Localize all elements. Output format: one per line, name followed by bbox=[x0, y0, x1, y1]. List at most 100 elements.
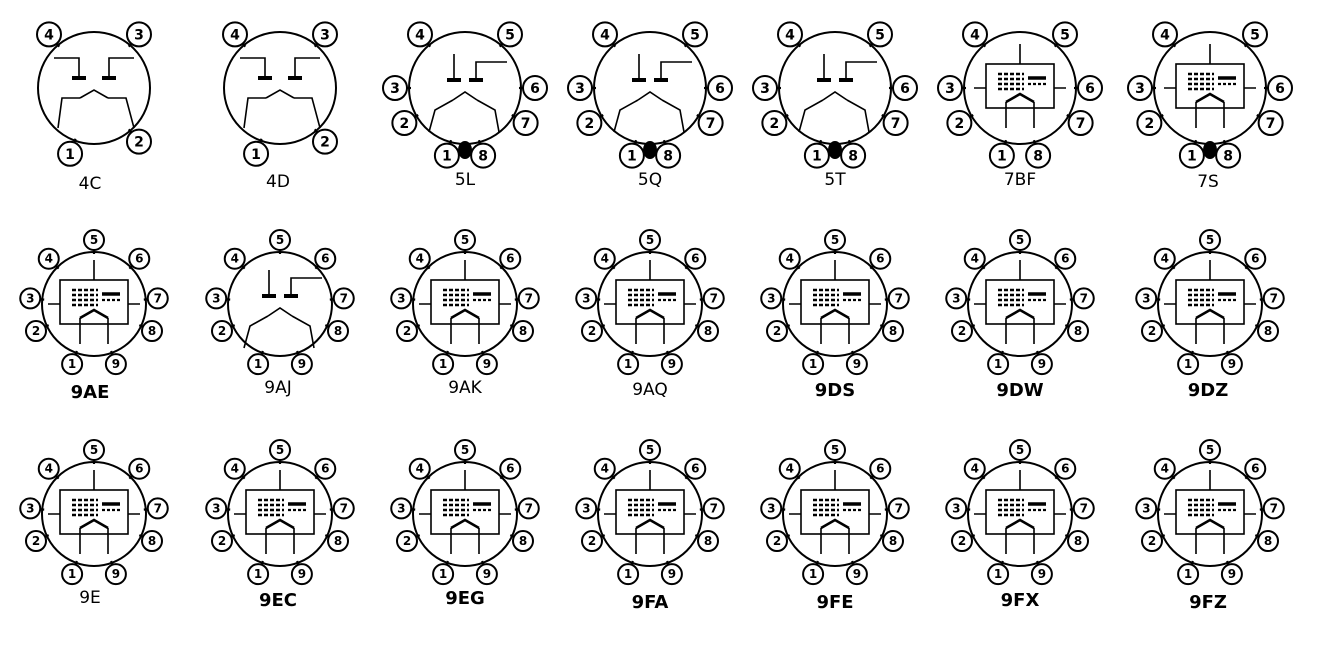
pin-number: 2 bbox=[588, 324, 596, 338]
pin-number: 1 bbox=[442, 149, 452, 165]
internal-leads bbox=[48, 260, 140, 344]
pin-number: 2 bbox=[32, 324, 40, 338]
base-key bbox=[458, 141, 472, 159]
pin-number: 7 bbox=[521, 116, 531, 132]
diagram-label: 9AK bbox=[395, 378, 535, 398]
pin-number: 6 bbox=[135, 252, 143, 266]
pin-number: 3 bbox=[952, 291, 960, 305]
pin-number: 7 bbox=[1270, 291, 1278, 305]
pin-number: 7 bbox=[1270, 501, 1278, 515]
pin-number: 7 bbox=[154, 291, 162, 305]
electrodes bbox=[974, 44, 1066, 128]
pin-number: 1 bbox=[68, 357, 76, 371]
internal-leads bbox=[1164, 470, 1256, 554]
internal-leads bbox=[419, 260, 511, 344]
plate-leads bbox=[824, 54, 877, 80]
filament-leads bbox=[799, 100, 869, 132]
diagram-label: 9DW bbox=[950, 380, 1090, 401]
pin-number: 4 bbox=[415, 27, 425, 43]
pin-number: 4 bbox=[1160, 27, 1170, 43]
shield-box bbox=[986, 280, 1054, 324]
pin-number: 4 bbox=[45, 252, 53, 266]
pin-number: 9 bbox=[853, 357, 861, 371]
pin-number: 9 bbox=[1038, 357, 1046, 371]
shield-box bbox=[986, 490, 1054, 534]
pin-number: 3 bbox=[390, 81, 400, 97]
shield-box bbox=[60, 490, 128, 534]
electrodes bbox=[48, 260, 140, 344]
pin-number: 5 bbox=[461, 443, 469, 457]
pin-number: 9 bbox=[483, 567, 491, 581]
pin-number: 4 bbox=[416, 252, 424, 266]
internal-leads bbox=[604, 260, 696, 344]
diagram-label: 9DS bbox=[765, 380, 905, 401]
pin-number: 4 bbox=[44, 27, 54, 43]
diagram-label: 9EG bbox=[395, 588, 535, 609]
internal-leads bbox=[974, 44, 1066, 128]
pin-number: 8 bbox=[1074, 324, 1082, 338]
pin-number: 9 bbox=[483, 357, 491, 371]
shield-box bbox=[801, 490, 869, 534]
pin-number: 8 bbox=[889, 534, 897, 548]
pin-number: 1 bbox=[812, 149, 822, 165]
electrodes bbox=[1164, 260, 1256, 344]
electrodes bbox=[419, 470, 511, 554]
electrodes bbox=[789, 260, 881, 344]
filament-leads bbox=[429, 100, 499, 132]
pin-number: 5 bbox=[875, 27, 885, 43]
pin-number: 8 bbox=[1033, 149, 1043, 165]
electrodes bbox=[419, 260, 511, 344]
pin-number: 3 bbox=[26, 291, 34, 305]
pin-number: 9 bbox=[112, 357, 120, 371]
plate-leads bbox=[639, 54, 692, 80]
shield-box bbox=[431, 490, 499, 534]
pin-number: 8 bbox=[1074, 534, 1082, 548]
heater bbox=[1006, 310, 1034, 318]
pin-number: 2 bbox=[320, 135, 330, 151]
filament bbox=[453, 92, 477, 100]
heater bbox=[1196, 94, 1224, 102]
pin-number: 5 bbox=[505, 27, 515, 43]
pin-number: 5 bbox=[276, 233, 284, 247]
heater bbox=[636, 310, 664, 318]
pin-number: 5 bbox=[831, 443, 839, 457]
pin-number: 6 bbox=[900, 81, 910, 97]
pin-number: 6 bbox=[530, 81, 540, 97]
pin-number: 1 bbox=[439, 567, 447, 581]
pin-number: 8 bbox=[334, 534, 342, 548]
pin-number: 5 bbox=[461, 233, 469, 247]
pin-number: 3 bbox=[767, 291, 775, 305]
electrodes bbox=[429, 54, 507, 132]
diagram-label: 5T bbox=[765, 170, 905, 190]
shield-box bbox=[801, 280, 869, 324]
electrodes bbox=[244, 270, 322, 348]
pin-number: 6 bbox=[321, 462, 329, 476]
pin-number: 8 bbox=[148, 534, 156, 548]
pin-number: 1 bbox=[254, 567, 262, 581]
pin-number: 7 bbox=[706, 116, 716, 132]
pin-number: 6 bbox=[1085, 81, 1095, 97]
pin-number: 4 bbox=[416, 462, 424, 476]
pin-number: 2 bbox=[403, 324, 411, 338]
diagram-label: 9FZ bbox=[1138, 592, 1278, 613]
pin-number: 7 bbox=[525, 501, 533, 515]
pin-number: 9 bbox=[298, 357, 306, 371]
pin-number: 1 bbox=[627, 149, 637, 165]
filament-leads bbox=[614, 100, 684, 132]
pin-number: 3 bbox=[767, 501, 775, 515]
pin-number: 3 bbox=[26, 501, 34, 515]
